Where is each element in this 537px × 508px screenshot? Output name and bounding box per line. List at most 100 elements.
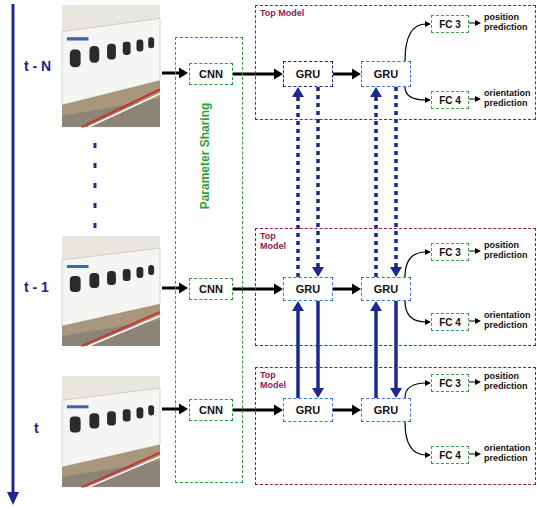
node-label: FC 4 [439, 317, 461, 328]
output-label: position prediction [484, 240, 534, 261]
fc-box: FC 4 [431, 313, 469, 331]
output-arrow [475, 20, 481, 26]
output-arrow [475, 318, 481, 324]
node-label: GRU [374, 404, 398, 416]
output-arrow [469, 382, 476, 383]
output-arrow [469, 454, 476, 455]
time-axis [7, 492, 19, 505]
node-label: FC 3 [439, 378, 461, 389]
connector [405, 21, 431, 61]
fc-box: FC 3 [431, 243, 469, 261]
connector [312, 301, 324, 398]
gru-box: GRU [361, 398, 411, 422]
arrow-head [390, 388, 402, 398]
output-label: position prediction [484, 371, 534, 392]
output-label: orientation prediction [484, 88, 534, 109]
output-arrow [475, 451, 481, 457]
arrow-head [312, 388, 324, 398]
gru-box: GRU [361, 277, 411, 301]
sharing-group: Parameter SharingCNNCNNCNN [175, 37, 243, 483]
connector-line [405, 24, 426, 61]
node-label: FC 3 [439, 19, 461, 30]
group-title: Parameter Sharing [199, 103, 212, 210]
cnn-box: CNN [189, 399, 233, 421]
connector [370, 87, 382, 277]
connector-line [333, 409, 354, 412]
input-arrow [162, 287, 180, 290]
connector-line [333, 73, 354, 76]
camera-image [62, 376, 160, 487]
output-label: orientation prediction [484, 443, 534, 464]
connector-line [374, 95, 378, 277]
cnn-box: CNN [189, 63, 233, 85]
connector [233, 405, 283, 416]
arrow-head [370, 301, 382, 311]
connector-line [405, 301, 426, 322]
time-step-label: t - 1 [24, 279, 49, 295]
output-arrow [469, 99, 476, 100]
arrow-head [292, 87, 304, 97]
group-title: Top Model [260, 371, 296, 391]
input-arrow [179, 68, 188, 79]
node-label: CNN [199, 283, 223, 295]
ellipsis-dots [94, 203, 97, 208]
ellipsis-dots [94, 183, 97, 188]
connector [333, 69, 361, 80]
input-arrow [162, 408, 180, 411]
connector [292, 301, 304, 398]
arrow-head [390, 267, 402, 277]
fc-box: FC 3 [431, 374, 469, 392]
output-arrow [475, 379, 481, 385]
connector [292, 87, 304, 277]
group-title: Top Model [260, 232, 296, 252]
connector-line [296, 309, 300, 398]
output-arrow [469, 321, 476, 322]
time-step-label: t [34, 420, 39, 436]
input-arrow [162, 72, 180, 75]
output-arrow [475, 96, 481, 102]
connector [405, 301, 431, 325]
connector [405, 380, 431, 398]
connector [333, 405, 361, 416]
time-step-label: t - N [24, 58, 51, 74]
fc-box: FC 3 [431, 15, 469, 33]
arrow-head [352, 69, 361, 80]
connector [333, 284, 361, 295]
ellipsis-dots [94, 143, 97, 148]
node-label: GRU [296, 404, 320, 416]
node-label: GRU [296, 283, 320, 295]
connector [390, 301, 402, 398]
node-label: GRU [374, 283, 398, 295]
camera-image [62, 5, 160, 127]
ellipsis-dots [94, 223, 97, 228]
gru-box: GRU [361, 61, 411, 87]
connector-line [405, 252, 426, 277]
connector [390, 87, 402, 277]
output-arrow [469, 251, 476, 252]
node-label: CNN [199, 68, 223, 80]
fc-box: FC 4 [431, 446, 469, 464]
arrow-head [352, 405, 361, 416]
node-label: GRU [374, 68, 398, 80]
fc-box: FC 4 [431, 91, 469, 109]
connector-line [394, 87, 398, 269]
connector-line [405, 87, 426, 100]
time-axis [7, 4, 19, 505]
ellipsis-dots [94, 143, 97, 228]
gru-box: GRU [283, 61, 333, 87]
input-arrow [179, 283, 188, 294]
connector [233, 284, 283, 295]
arrow-head [274, 405, 283, 416]
camera-image [62, 236, 160, 346]
gru-box: GRU [283, 277, 333, 301]
connector-line [374, 309, 378, 398]
connector [233, 69, 283, 80]
node-label: FC 4 [439, 95, 461, 106]
node-label: FC 4 [439, 450, 461, 461]
connector [405, 422, 431, 458]
node-label: GRU [296, 68, 320, 80]
output-label: position prediction [484, 12, 534, 33]
connector-line [405, 422, 426, 455]
connector-line [333, 288, 354, 291]
